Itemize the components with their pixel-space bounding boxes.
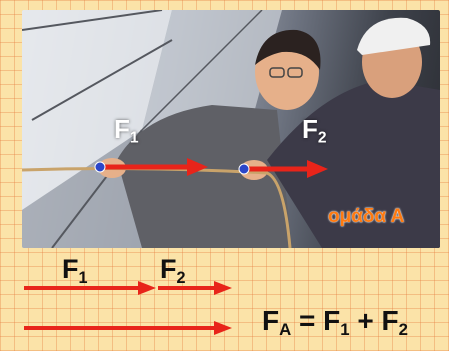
- fa-arrow-head: [214, 321, 232, 335]
- f1-arrow-head: [138, 281, 156, 295]
- resultant-formula: FA = F1 + F2: [262, 305, 408, 340]
- resultant-force-arrow: [24, 321, 232, 335]
- tug-of-war-photo: F1 F2 ομάδα Α: [22, 10, 440, 248]
- diagram-force1-label: F1: [62, 254, 88, 287]
- team-a-label: ομάδα Α: [328, 206, 405, 227]
- photo-illustration: [22, 10, 440, 248]
- f2-arrow-head: [214, 281, 232, 295]
- photo-force1-label: F1: [114, 114, 139, 147]
- diagram-force2-label: F2: [160, 254, 186, 287]
- force-arrows-f1-f2: [24, 281, 232, 295]
- photo-force2-label: F2: [302, 114, 327, 147]
